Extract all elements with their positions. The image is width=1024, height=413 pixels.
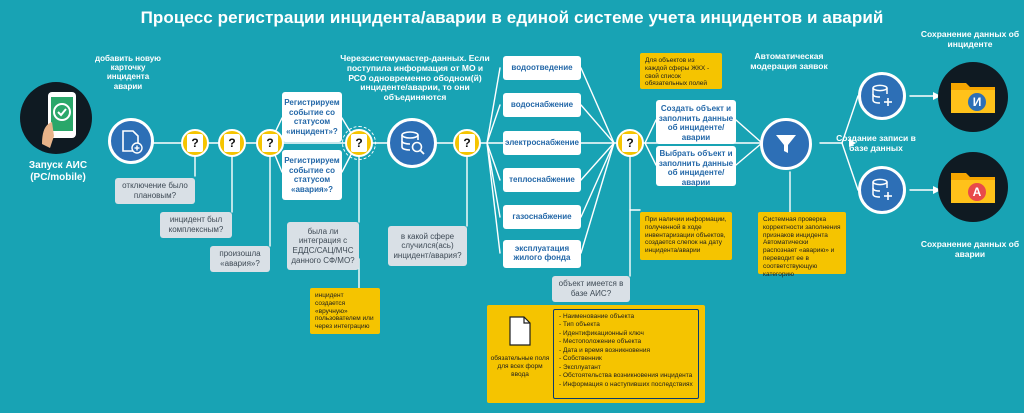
mandatory-field-item: Собственник — [559, 355, 693, 363]
question-mark-icon: ? — [622, 134, 638, 152]
mandatory-field-item: Местоположение объекта — [559, 338, 693, 346]
question-accident: произошла «авария»? — [210, 246, 270, 272]
add-card-node[interactable] — [108, 118, 154, 164]
incident-folder-node: И — [938, 62, 1008, 132]
question-complex: инцидент был комплексным? — [160, 212, 232, 238]
mandatory-field-item: Тип объекта — [559, 321, 693, 329]
folder-accident-icon: А — [951, 173, 995, 203]
register-accident-box: Регистрируем событие со статусом «авария… — [282, 150, 342, 200]
folder-incident-icon: И — [951, 83, 995, 113]
moderation-node[interactable] — [760, 118, 812, 170]
sector-heating[interactable]: теплоснабжение — [503, 168, 581, 192]
question-sphere: в какой сфере случился(ась) инцидент/ава… — [388, 226, 467, 266]
question-integration: была ли интеграция с ЕДДС/САЦ/МЧС данног… — [287, 222, 359, 270]
moderation-label: Автоматическая модерация заявок — [750, 51, 828, 71]
master-data-node[interactable] — [387, 118, 437, 168]
document-icon — [509, 316, 531, 346]
question-node-planned[interactable]: ? — [181, 129, 209, 157]
select-object-button[interactable]: Выбрать объект и заполнить данные об инц… — [656, 146, 736, 187]
question-node-accident[interactable]: ? — [256, 129, 284, 157]
mandatory-field-item: Информация о наступивших последствиях — [559, 381, 693, 389]
mandatory-field-item: Эксплуатант — [559, 364, 693, 372]
question-mark-icon: ? — [224, 134, 240, 152]
accident-folder-node: А — [938, 152, 1008, 222]
mandatory-field-item: Идентификационный ключ — [559, 330, 693, 338]
phone-icon — [42, 92, 76, 148]
incident-badge: И — [973, 95, 982, 109]
question-mark-icon: ? — [262, 134, 278, 152]
add-card-label: добавить новую карточку инцидента аварии — [95, 54, 161, 91]
register-incident-box: Регистрируем событие со статусом «инциде… — [282, 92, 342, 142]
diagram-title: Процесс регистрации инцидента/аварии в е… — [140, 8, 884, 27]
sector-water-disposal[interactable]: водоотведение — [503, 56, 581, 80]
database-search-icon — [401, 131, 425, 155]
question-planned: отключение было плановым? — [115, 178, 195, 204]
database-add-icon — [872, 84, 892, 106]
sector-electricity[interactable]: электроснабжение — [503, 131, 581, 155]
sector-gas[interactable]: газоснабжение — [503, 205, 581, 229]
sector-housing[interactable]: эксплуатация жилого фонда — [503, 240, 581, 268]
question-mark-icon: ? — [351, 134, 367, 152]
new-document-icon — [122, 130, 143, 154]
mandatory-field-item: Наименование объекта — [559, 313, 693, 321]
question-node-sphere[interactable]: ? — [453, 129, 481, 157]
question-in-base: объект имеется в базе АИС? — [552, 276, 630, 302]
start-label: Запуск АИС (PC/mobile) — [8, 160, 108, 183]
master-data-label: Черезсистемумастер-данных. Если поступил… — [340, 53, 490, 103]
start-label-line2: (PC/mobile) — [30, 171, 86, 183]
system-check-note: Системная проверка корректности заполнен… — [758, 212, 846, 278]
database-add-icon — [872, 178, 892, 200]
question-mark-icon: ? — [459, 134, 475, 152]
question-node-in-base[interactable]: ? — [616, 129, 644, 157]
filter-icon — [776, 135, 796, 153]
start-label-line1: Запуск АИС — [28, 160, 88, 171]
accident-badge: А — [973, 185, 982, 199]
mandatory-fields-list: Наименование объектаТип объектаИдентифик… — [553, 309, 699, 399]
question-node-complex[interactable]: ? — [218, 129, 246, 157]
save-accident-label: Сохранение данных об аварии — [920, 239, 1020, 259]
fields-list: Наименование объектаТип объектаИдентифик… — [559, 313, 693, 389]
mandatory-fields-caption: обязательные поля для всех форм ввода — [490, 355, 550, 378]
inventory-note: При наличии информации, полученной в ход… — [640, 212, 732, 260]
mandatory-fields-panel: обязательные поля для всех форм ввода На… — [487, 305, 705, 403]
phone-illustration — [20, 82, 92, 154]
db-node-accident[interactable] — [858, 166, 906, 214]
sector-water-supply[interactable]: водоснабжение — [503, 93, 581, 117]
db-record-label: Создание записи в базе данных — [836, 133, 916, 153]
create-object-button[interactable]: Создать объект и заполнить данные об инц… — [656, 100, 736, 144]
mandatory-field-item: Обстоятельства возникновения инцидента — [559, 372, 693, 380]
question-mark-icon: ? — [187, 134, 203, 152]
manual-creation-note: инцидент создается «вручную» пользовател… — [310, 288, 380, 334]
db-node-incident[interactable] — [858, 72, 906, 120]
save-incident-label: Сохранение данных об инциденте — [920, 29, 1020, 49]
question-node-integration[interactable]: ? — [342, 126, 376, 160]
gkh-fields-note: Для объектов из каждой сферы ЖКХ - свой … — [640, 53, 722, 89]
mandatory-field-item: Дата и время возникновения — [559, 347, 693, 355]
